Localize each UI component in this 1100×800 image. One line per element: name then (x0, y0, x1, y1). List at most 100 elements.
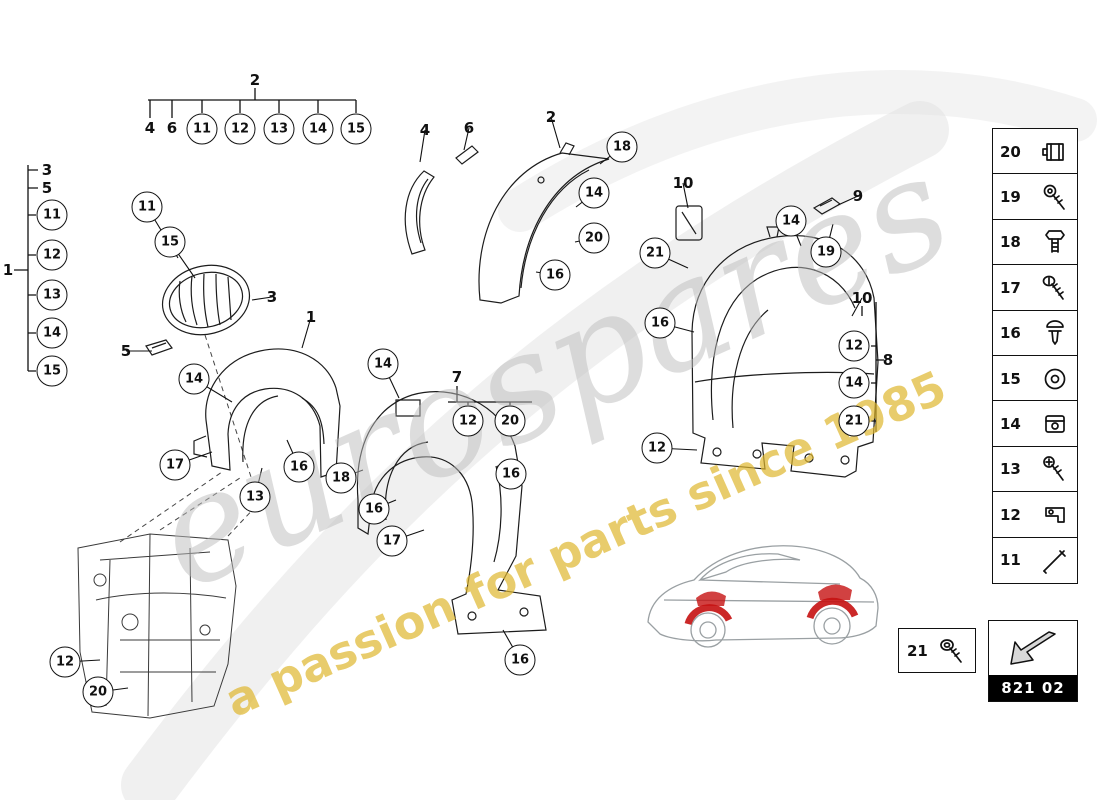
part-label-6: 6 (463, 119, 475, 137)
part-label-2: 2 (545, 108, 557, 126)
callout-20: 20 (82, 676, 114, 708)
part-label-10: 10 (672, 174, 694, 192)
callout-16: 16 (283, 451, 315, 483)
callout-12: 12 (641, 432, 673, 464)
callout-12: 12 (36, 239, 68, 271)
callout-16: 16 (539, 259, 571, 291)
callout-12: 12 (49, 646, 81, 678)
callout-15: 15 (154, 226, 186, 258)
part-label-4: 4 (144, 119, 156, 137)
legend-item-12: 12 (992, 491, 1078, 539)
legend-item-15: 15 (992, 355, 1078, 403)
callout-20: 20 (578, 222, 610, 254)
dashed-construction-lines (119, 334, 259, 543)
legend-item-16: 16 (992, 309, 1078, 357)
callout-11: 11 (186, 113, 218, 145)
direction-arrow-icon (989, 621, 1077, 675)
pin-rivet-icon (1040, 545, 1070, 575)
legend-number: 15 (1000, 369, 1021, 388)
callout-11: 11 (131, 191, 163, 223)
legend-number: 20 (1000, 142, 1021, 161)
legend-number: 13 (1000, 460, 1021, 479)
bracket-icon (1040, 500, 1070, 530)
legend-number: 17 (1000, 278, 1021, 297)
arch-band-drawing (478, 142, 610, 304)
clip-part-5-drawing (145, 339, 173, 356)
screw-icon (1040, 454, 1070, 484)
callout-12: 12 (224, 113, 256, 145)
bolt-icon (1040, 227, 1070, 257)
callout-14: 14 (367, 348, 399, 380)
callout-15: 15 (36, 355, 68, 387)
callout-16: 16 (504, 644, 536, 676)
vent-grille-drawing (161, 264, 251, 336)
callout-14: 14 (178, 363, 210, 395)
callout-16: 16 (644, 307, 676, 339)
bracket-lines (14, 88, 884, 432)
callout-17: 17 (376, 525, 408, 557)
callout-16: 16 (358, 493, 390, 525)
clip-nut-icon (1040, 409, 1070, 439)
callout-13: 13 (263, 113, 295, 145)
part-label-2: 2 (249, 71, 261, 89)
grommet-icon (1040, 364, 1070, 394)
car-locator-drawing (647, 545, 879, 648)
part-label-4: 4 (419, 121, 431, 139)
callout-21: 21 (639, 237, 671, 269)
watermark-swoosh (121, 69, 1097, 800)
part-label-1: 1 (2, 261, 14, 279)
push-rivet-icon (1040, 318, 1070, 348)
part-label-9: 9 (852, 187, 864, 205)
callout-14: 14 (36, 317, 68, 349)
legend-item-20: 20 (992, 128, 1078, 175)
callout-17: 17 (159, 449, 191, 481)
legend-number: 21 (907, 641, 928, 660)
wheel-liner-left-drawing (193, 348, 341, 478)
part-label-5: 5 (41, 179, 53, 197)
legend-item-18: 18 (992, 218, 1078, 266)
callout-13: 13 (239, 481, 271, 513)
legend-item-11: 11 (992, 536, 1078, 584)
legend-number: 16 (1000, 324, 1021, 343)
callout-19: 19 (810, 236, 842, 268)
callout-16: 16 (495, 458, 527, 490)
page-code: 821 02 (989, 675, 1077, 701)
legend-item-17: 17 (992, 264, 1078, 312)
legend-number: 12 (1000, 505, 1021, 524)
part-label-10: 10 (851, 289, 873, 307)
legend-item-21: 21 (898, 628, 976, 673)
part-label-1: 1 (305, 308, 317, 326)
callout-15: 15 (340, 113, 372, 145)
trim-strip-drawing (404, 145, 479, 255)
callout-14: 14 (302, 113, 334, 145)
part-label-6: 6 (166, 119, 178, 137)
page-code-box: 821 02 (988, 620, 1078, 702)
legend-number: 11 (1000, 551, 1021, 570)
legend-item-14: 14 (992, 400, 1078, 448)
legend-number: 14 (1000, 414, 1021, 433)
callout-13: 13 (36, 279, 68, 311)
part-label-3: 3 (41, 161, 53, 179)
callout-14: 14 (838, 367, 870, 399)
tapping-screw-icon (1040, 273, 1070, 303)
callout-12: 12 (452, 405, 484, 437)
legend-item-19: 19 (992, 173, 1078, 221)
callout-11: 11 (36, 199, 68, 231)
clamp-clip-icon (1040, 137, 1070, 167)
legend-number: 18 (1000, 233, 1021, 252)
callout-14: 14 (775, 205, 807, 237)
screw-washer-icon (1040, 182, 1070, 212)
hex-screw-icon (937, 636, 967, 666)
highlighted-wheel-liners (684, 597, 859, 626)
legend-item-13: 13 (992, 445, 1078, 493)
hardware-legend-sidebar: 20 19 18 17 16 15 14 13 12 11 (992, 128, 1078, 584)
part-label-3: 3 (266, 288, 278, 306)
callout-12: 12 (838, 330, 870, 362)
callout-18: 18 (325, 462, 357, 494)
part-label-5: 5 (120, 342, 132, 360)
callout-14: 14 (578, 177, 610, 209)
callout-20: 20 (494, 405, 526, 437)
part-label-7: 7 (451, 368, 463, 386)
